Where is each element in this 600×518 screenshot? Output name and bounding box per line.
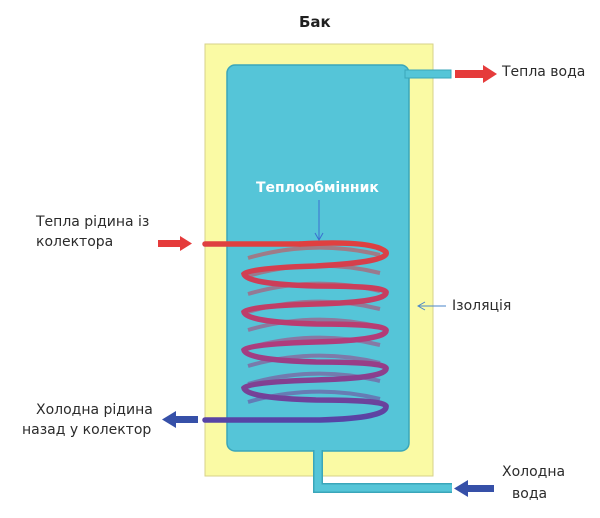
cold-fluid-label-line1: Холодна рідина <box>36 402 153 418</box>
cold-water-label-line2: вода <box>512 486 548 502</box>
warm-fluid-label-line2: колектора <box>36 234 114 250</box>
tank-title: Бак <box>299 13 331 31</box>
hot-water-outlet-arrow <box>455 65 497 83</box>
warm-fluid-label-line1: Тепла рідина із <box>36 214 150 230</box>
cold-water-inlet-pipe <box>313 450 452 493</box>
heat-exchanger-pointer <box>314 200 324 242</box>
cold-fluid-label-line2: назад у колектор <box>22 422 152 438</box>
heat-exchanger-coil <box>202 240 389 423</box>
hot-fluid-inlet-arrow <box>158 236 192 251</box>
cold-fluid-return-arrow <box>162 411 198 428</box>
warm-water-label: Тепла вода <box>502 64 586 80</box>
heat-exchanger-label: Теплообмінник <box>256 180 379 196</box>
cold-water-label-line1: Холодна <box>502 464 566 480</box>
cold-water-inlet-arrow <box>454 480 494 497</box>
insulation-pointer <box>416 301 446 311</box>
insulation-label: Ізоляція <box>452 298 512 314</box>
hot-water-outlet-pipe <box>404 69 452 79</box>
